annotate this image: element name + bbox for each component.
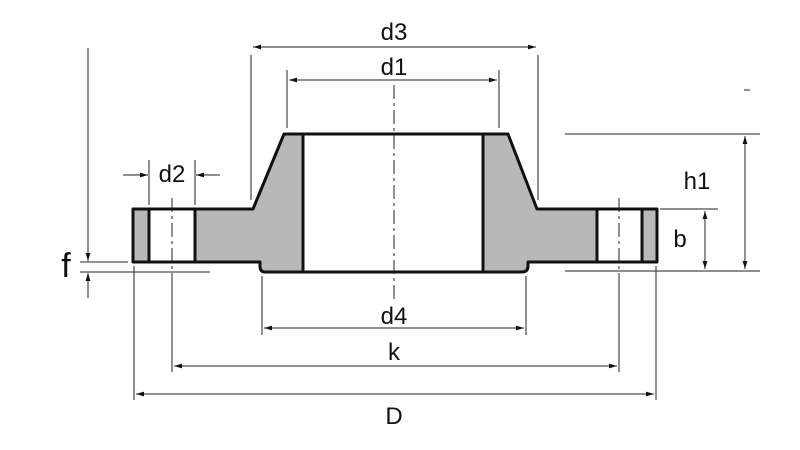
label-b: b bbox=[673, 226, 686, 253]
label-h1: h1 bbox=[684, 168, 711, 195]
center-lines bbox=[171, 85, 620, 300]
label-f: f bbox=[61, 247, 71, 285]
label-d1: d1 bbox=[381, 54, 408, 81]
flange-section bbox=[131, 132, 659, 274]
extension-lines bbox=[80, 48, 760, 400]
bore bbox=[301, 132, 485, 274]
label-k: k bbox=[388, 339, 401, 366]
label-d3: d3 bbox=[381, 19, 408, 46]
dimension-lines bbox=[85, 44, 748, 397]
label-D: D bbox=[385, 403, 402, 430]
label-d4: d4 bbox=[381, 303, 408, 330]
label-d2: d2 bbox=[159, 161, 186, 188]
